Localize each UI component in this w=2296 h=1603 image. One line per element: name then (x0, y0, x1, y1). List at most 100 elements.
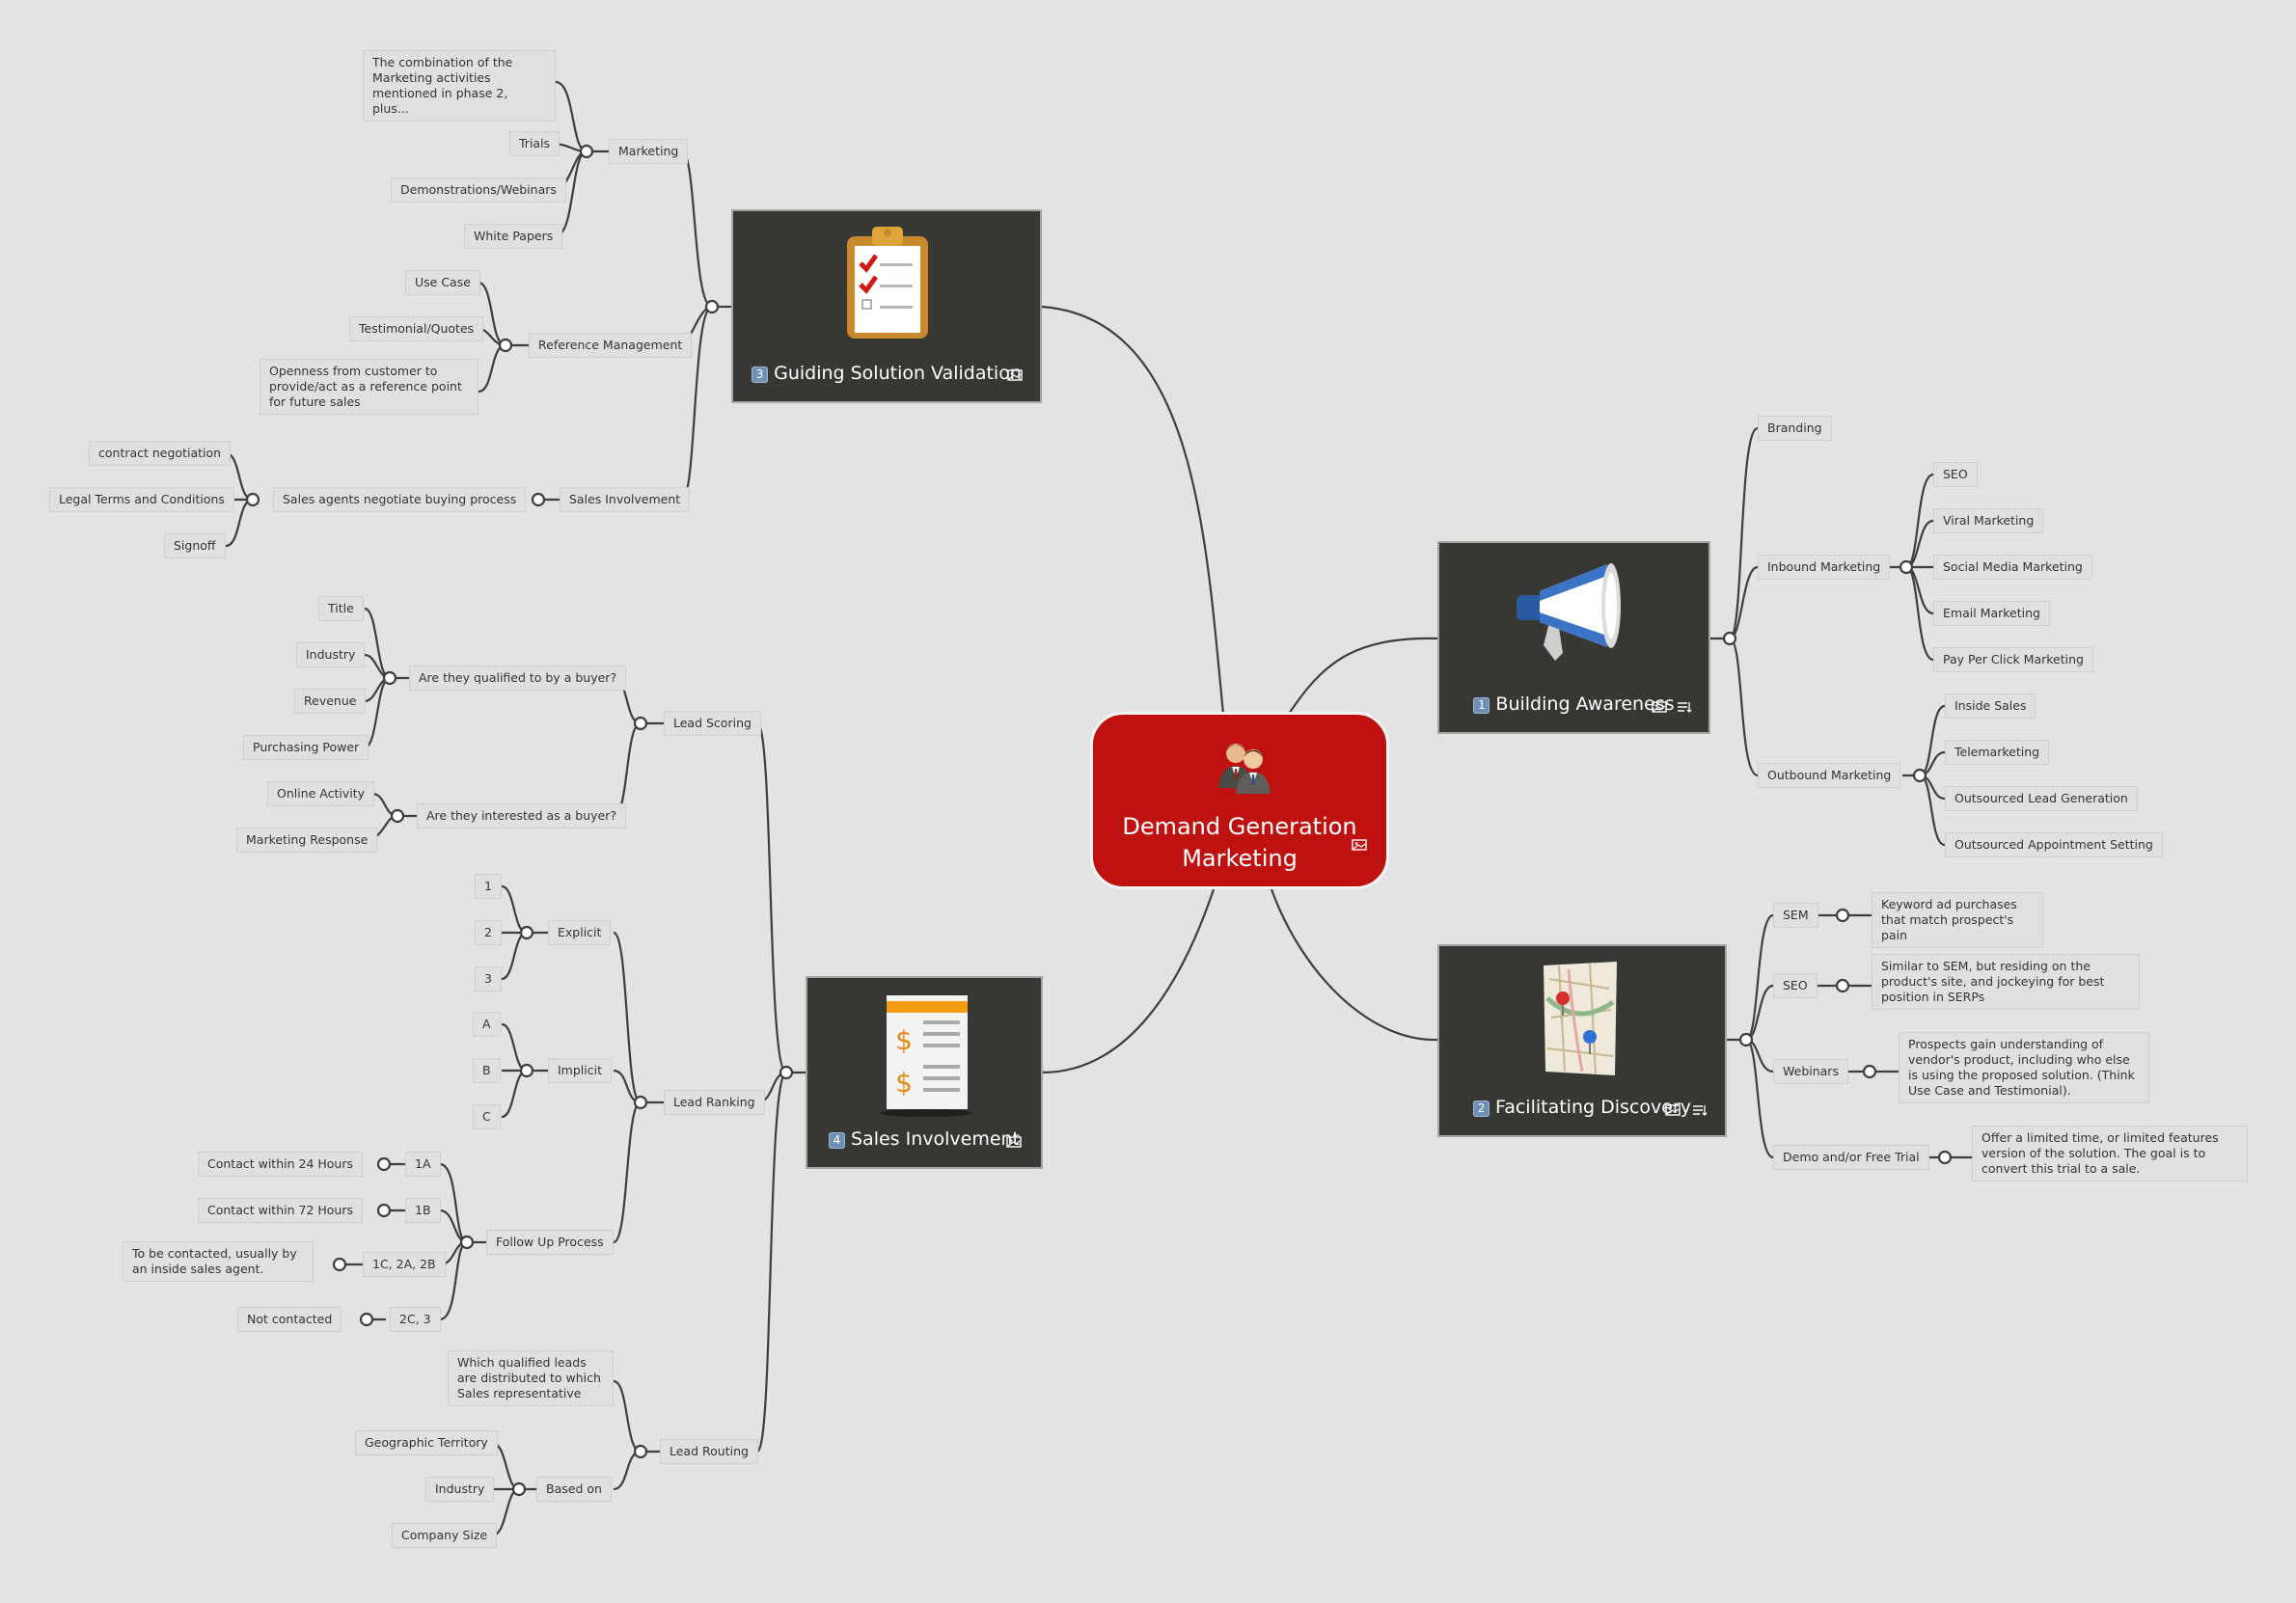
node-demo-free-trial[interactable]: Demo and/or Free Trial (1773, 1145, 1929, 1170)
node-seo[interactable]: SEO (1933, 462, 1978, 487)
topic-title-text: Guiding Solution Validation (774, 363, 1022, 384)
node-key-2c-3[interactable]: 2C, 3 (390, 1307, 441, 1332)
topic-title: 2 Facilitating Discovery (1439, 1097, 1725, 1118)
node-marketing-response[interactable]: Marketing Response (236, 828, 378, 853)
node-viral-marketing[interactable]: Viral Marketing (1933, 508, 2044, 533)
topic-number-badge: 4 (828, 1132, 845, 1149)
node-webinars[interactable]: Webinars (1773, 1059, 1848, 1084)
node-outsourced-appointment-setting[interactable]: Outsourced Appointment Setting (1945, 832, 2163, 857)
node-pay-per-click[interactable]: Pay Per Click Marketing (1933, 647, 2093, 672)
node-sales-agents-negotiate[interactable]: Sales agents negotiate buying process (273, 487, 527, 512)
topic-title-text: Building Awareness (1495, 693, 1675, 715)
central-title-line-2: Marketing (1182, 845, 1298, 872)
node-branding[interactable]: Branding (1758, 416, 1832, 441)
node-implicit-c[interactable]: C (473, 1104, 501, 1129)
notes-icon[interactable] (1677, 699, 1692, 713)
node-explicit-3[interactable]: 3 (475, 966, 502, 992)
image-icon[interactable] (1007, 367, 1023, 381)
node-testimonial-quotes[interactable]: Testimonial/Quotes (349, 316, 484, 341)
node-seo-description[interactable]: Similar to SEM, but residing on the prod… (1872, 954, 2140, 1010)
image-icon[interactable] (1665, 1102, 1681, 1116)
node-email-marketing[interactable]: Email Marketing (1933, 601, 2050, 626)
node-revenue[interactable]: Revenue (294, 689, 367, 714)
node-not-contacted[interactable]: Not contacted (237, 1307, 342, 1332)
node-legal-terms[interactable]: Legal Terms and Conditions (49, 487, 234, 512)
image-icon[interactable] (1352, 837, 1367, 851)
node-company-size[interactable]: Company Size (392, 1523, 498, 1548)
node-openness-reference[interactable]: Openness from customer to provide/act as… (260, 359, 478, 415)
node-sem[interactable]: SEM (1773, 903, 1818, 928)
node-sem-description[interactable]: Keyword ad purchases that match prospect… (1872, 892, 2043, 948)
node-implicit[interactable]: Implicit (548, 1058, 612, 1083)
node-social-media-marketing[interactable]: Social Media Marketing (1933, 555, 2092, 580)
node-routing-industry[interactable]: Industry (425, 1477, 495, 1502)
node-discovery-seo[interactable]: SEO (1773, 973, 1818, 998)
node-demonstrations-webinars[interactable]: Demonstrations/Webinars (391, 177, 566, 203)
topic-title: 3 Guiding Solution Validation (733, 363, 1040, 384)
node-lead-routing[interactable]: Lead Routing (660, 1439, 758, 1464)
image-icon[interactable] (1006, 1134, 1022, 1148)
node-reference-management[interactable]: Reference Management (529, 333, 693, 358)
node-key-1c-2a-2b[interactable]: 1C, 2A, 2B (363, 1252, 446, 1277)
topic-title-text: Facilitating Discovery (1495, 1097, 1691, 1118)
megaphone-icon (1511, 560, 1640, 670)
topic-number-badge: 2 (1473, 1100, 1490, 1117)
node-contact-72-hours[interactable]: Contact within 72 Hours (198, 1198, 363, 1223)
clipboard-checklist-icon (841, 223, 934, 348)
node-key-1a[interactable]: 1A (405, 1152, 441, 1177)
node-interested-buyer[interactable]: Are they interested as a buyer? (417, 803, 627, 829)
node-use-case[interactable]: Use Case (405, 270, 480, 295)
node-telemarketing[interactable]: Telemarketing (1945, 740, 2050, 765)
svg-text:$: $ (895, 1067, 913, 1099)
central-topic[interactable]: Demand Generation Marketing (1090, 712, 1389, 889)
node-routing-description[interactable]: Which qualified leads are distributed to… (448, 1350, 614, 1406)
invoice-dollar-icon: $ $ (875, 992, 977, 1125)
topic-number-badge: 1 (1473, 697, 1490, 714)
node-outsourced-lead-generation[interactable]: Outsourced Lead Generation (1945, 786, 2138, 811)
node-demo-description[interactable]: Offer a limited time, or limited feature… (1972, 1126, 2248, 1182)
node-signoff[interactable]: Signoff (164, 533, 226, 558)
business-people-icon (1213, 734, 1274, 800)
node-webinars-description[interactable]: Prospects gain understanding of vendor's… (1899, 1032, 2149, 1103)
topic-number-badge: 3 (752, 367, 769, 383)
notes-icon[interactable] (1692, 1102, 1708, 1116)
node-based-on[interactable]: Based on (536, 1477, 612, 1502)
node-lead-scoring[interactable]: Lead Scoring (664, 711, 761, 736)
node-contact-24-hours[interactable]: Contact within 24 Hours (198, 1152, 363, 1177)
topic-guiding-solution-validation[interactable]: 3 Guiding Solution Validation (731, 209, 1042, 403)
node-purchasing-power[interactable]: Purchasing Power (243, 735, 369, 760)
node-key-1b[interactable]: 1B (405, 1198, 441, 1223)
node-inside-sales-agent[interactable]: To be contacted, usually by an inside sa… (123, 1241, 314, 1282)
topic-title: 1 Building Awareness (1439, 693, 1708, 715)
node-qualified-buyer[interactable]: Are they qualified to by a buyer? (409, 666, 627, 691)
node-industry[interactable]: Industry (296, 642, 366, 667)
map-pins-icon (1540, 960, 1621, 1083)
svg-text:$: $ (895, 1024, 913, 1056)
node-white-papers[interactable]: White Papers (464, 224, 563, 249)
node-title[interactable]: Title (318, 596, 364, 621)
node-explicit[interactable]: Explicit (548, 920, 612, 945)
node-explicit-1[interactable]: 1 (475, 874, 502, 899)
node-online-activity[interactable]: Online Activity (267, 781, 375, 806)
node-implicit-a[interactable]: A (473, 1012, 501, 1037)
node-sales-involvement-sub[interactable]: Sales Involvement (560, 487, 691, 512)
node-inside-sales[interactable]: Inside Sales (1945, 693, 2036, 719)
node-marketing-combination[interactable]: The combination of the Marketing activit… (363, 50, 556, 122)
node-lead-ranking[interactable]: Lead Ranking (664, 1090, 765, 1115)
image-icon[interactable] (1652, 699, 1667, 713)
node-inbound-marketing[interactable]: Inbound Marketing (1758, 555, 1891, 580)
topic-building-awareness[interactable]: 1 Building Awareness (1437, 541, 1710, 734)
node-trials[interactable]: Trials (509, 131, 560, 156)
node-follow-up-process[interactable]: Follow Up Process (486, 1230, 614, 1255)
central-topic-title: Demand Generation Marketing (1093, 811, 1386, 875)
topic-facilitating-discovery[interactable]: 2 Facilitating Discovery (1437, 944, 1727, 1137)
node-outbound-marketing[interactable]: Outbound Marketing (1758, 763, 1901, 788)
node-explicit-2[interactable]: 2 (475, 920, 502, 945)
node-marketing[interactable]: Marketing (609, 139, 689, 164)
node-implicit-b[interactable]: B (473, 1058, 501, 1083)
central-title-line-1: Demand Generation (1122, 813, 1357, 840)
node-contract-negotiation[interactable]: contract negotiation (89, 441, 232, 466)
node-geographic-territory[interactable]: Geographic Territory (355, 1430, 498, 1455)
